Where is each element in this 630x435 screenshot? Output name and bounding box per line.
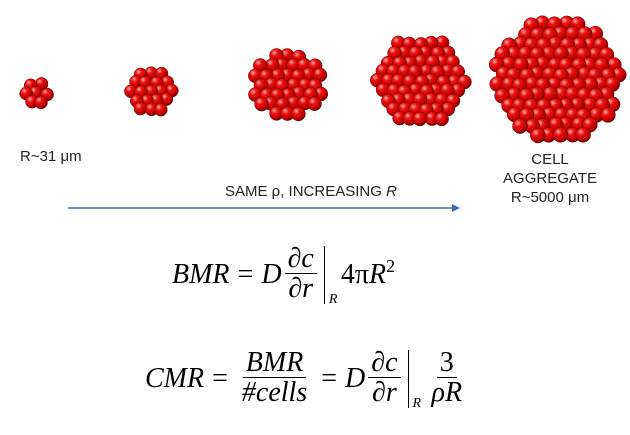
bmr-evaluation-subscript: R — [328, 291, 338, 307]
cmr-evaluation-subscript: R — [412, 395, 422, 411]
small-cluster-radius-label: R~31 μm — [20, 148, 82, 165]
cell-sphere — [600, 107, 616, 123]
bmr-derivative: ∂c ∂r — [284, 244, 317, 305]
aggregate-radius-label: R~5000 μm — [510, 189, 590, 206]
cell-sphere — [512, 118, 528, 134]
cmr-ratio-denominator: #cells — [241, 377, 308, 409]
cell-sphere — [154, 102, 168, 117]
bmr-diffusion-coefficient: D — [261, 258, 282, 290]
cell-sphere — [291, 106, 306, 122]
cmr-derivative: ∂c ∂r — [368, 348, 401, 409]
cell-sphere — [254, 96, 269, 112]
cmr-geometry-fraction: 3 ρR — [429, 348, 466, 409]
cell-cluster-2 — [124, 66, 179, 117]
cmr-equals-1: = — [212, 362, 228, 394]
cmr-geometry-numerator: 3 — [436, 348, 457, 379]
cmr-derivative-numerator: ∂c — [368, 348, 401, 379]
cell-sphere — [530, 127, 546, 144]
cell-cluster-4 — [370, 35, 472, 127]
bmr-coefficient: 4π — [340, 258, 369, 290]
aggregate-label-line1: CELL — [531, 151, 569, 168]
cmr-diffusion-coefficient: D — [345, 362, 366, 394]
cell-sphere — [575, 127, 591, 143]
cell-sphere — [34, 95, 48, 110]
cell-cluster-1 — [19, 77, 54, 110]
cell-cluster-5 — [488, 15, 627, 144]
bmr-exponent: 2 — [386, 256, 396, 277]
cmr-evaluation-bar: R — [407, 349, 421, 411]
aggregate-label-line2: AGGREGATE — [503, 170, 597, 187]
cell-aggregate-label: CELL AGGREGATE R~5000 μm — [500, 150, 600, 207]
increasing-radius-arrow — [68, 204, 460, 212]
bmr-lhs: BMR — [172, 258, 230, 290]
bmr-radius: R — [368, 258, 387, 290]
cell-sphere — [434, 111, 449, 127]
cell-cluster-3 — [248, 48, 329, 122]
bmr-derivative-denominator: ∂r — [288, 273, 314, 305]
arrow-caption-text: SAME ρ, INCREASING — [225, 183, 387, 200]
cell-clusters-illustration — [19, 15, 627, 144]
cell-sphere — [412, 111, 428, 127]
bmr-equals: = — [237, 258, 254, 290]
cmr-geometry-denominator: ρR — [431, 377, 463, 409]
bmr-derivative-numerator: ∂c — [284, 244, 317, 275]
arrow-caption: SAME ρ, INCREASING R — [225, 183, 397, 200]
cmr-equals-2: = — [321, 362, 338, 394]
cell-sphere — [307, 96, 322, 111]
cmr-derivative-denominator: ∂r — [372, 377, 397, 409]
bmr-evaluation-bar: R — [323, 245, 337, 307]
cmr-ratio: BMR #cells — [239, 348, 310, 409]
cmr-equation: CMR = BMR #cells = D ∂c ∂r R 3 ρR — [145, 348, 468, 411]
cmr-lhs: CMR — [145, 362, 205, 394]
cmr-ratio-numerator: BMR — [242, 348, 307, 379]
arrow-caption-variable: R — [386, 183, 397, 200]
cell-sphere — [552, 127, 569, 143]
